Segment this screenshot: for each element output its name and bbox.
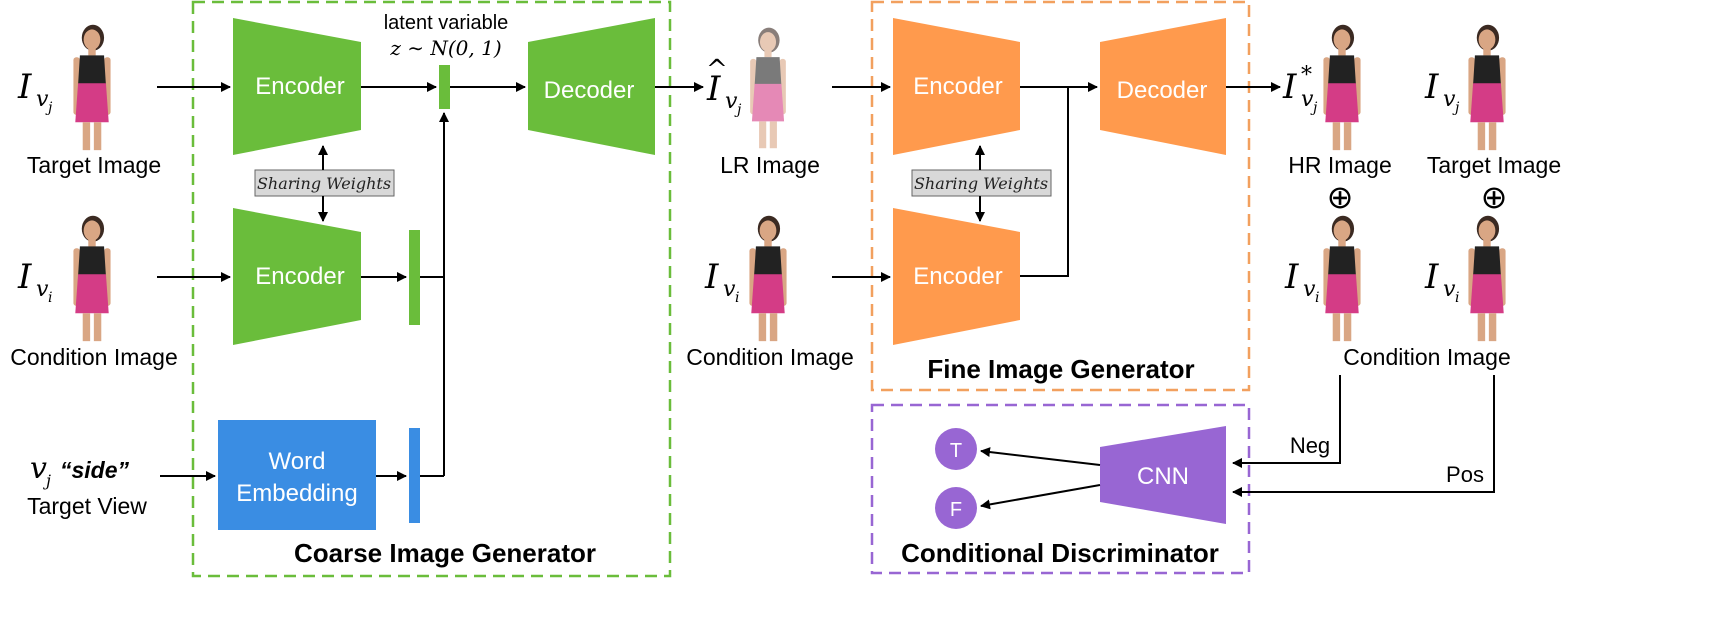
target-view-label: Target View	[27, 493, 147, 519]
word-embedding-box	[218, 420, 376, 530]
latent-variable-label: latent variable	[384, 12, 509, 34]
word-label-2: Embedding	[236, 480, 357, 507]
word-label-1: Word	[269, 448, 326, 475]
target-image-left	[73, 24, 111, 151]
condition-image-label: Condition Image	[10, 344, 178, 370]
svg-text:I: I	[704, 257, 719, 297]
target-image-right	[1468, 24, 1506, 151]
math-label-ivi-right-1: I v i	[1284, 257, 1319, 306]
condition-image-mid-label: Condition Image	[686, 344, 854, 370]
svg-text:j: j	[1452, 100, 1460, 116]
hr-image-label: HR Image	[1288, 152, 1392, 178]
f-circle	[935, 487, 977, 529]
svg-text:v: v	[1443, 87, 1456, 112]
svg-text:I: I	[706, 69, 721, 109]
fine-decoder	[1100, 18, 1226, 155]
disc-title: Conditional Discriminator	[901, 538, 1219, 568]
hr-image	[1323, 24, 1361, 151]
coarse-decoder	[528, 18, 655, 155]
svg-text:i: i	[1315, 290, 1319, 306]
math-label-ivj-right: I v j	[1424, 67, 1460, 116]
svg-text:I: I	[1424, 67, 1439, 107]
svg-text:i: i	[1455, 290, 1459, 306]
svg-text:^: ^	[706, 55, 728, 85]
coarse-sharing-box	[254, 169, 395, 197]
coarse-title: Coarse Image Generator	[294, 538, 596, 568]
t-circle	[935, 428, 977, 470]
svg-text:i: i	[48, 290, 52, 306]
target-image-right-label: Target Image	[1427, 152, 1561, 178]
svg-text:v: v	[30, 451, 47, 486]
coarse-encoder-top	[233, 18, 361, 155]
pos-label: Pos	[1446, 462, 1484, 487]
condition-image-left	[73, 215, 111, 342]
lr-image-label: LR Image	[720, 152, 820, 178]
condition-image-right-2	[1468, 215, 1506, 342]
svg-text:j: j	[43, 471, 51, 490]
math-label-ivj-hat: I ^ v j	[706, 55, 742, 118]
svg-text:v: v	[1303, 277, 1316, 302]
svg-text:v: v	[725, 89, 738, 114]
math-label-ivj-left: I v j	[17, 67, 53, 116]
oplus-target: ⊕	[1481, 179, 1508, 215]
fine-encoder-top	[893, 18, 1020, 155]
svg-text:v: v	[1301, 87, 1314, 112]
fine-generator-box	[870, 0, 1251, 392]
fine-sharing-label: Sharing Weights	[914, 174, 1048, 193]
fine-encoder-bottom-label: Encoder	[913, 263, 1002, 290]
math-label-ivi-mid: I v i	[704, 257, 739, 306]
svg-text:j: j	[45, 100, 53, 116]
connectors	[157, 82, 1495, 510]
svg-text:I: I	[17, 67, 32, 107]
coarse-encoder-top-label: Encoder	[255, 73, 344, 100]
neg-label: Neg	[1290, 433, 1330, 458]
f-label: F	[950, 499, 962, 521]
fine-title: Fine Image Generator	[927, 354, 1194, 384]
svg-text:i: i	[735, 290, 739, 306]
fine-sharing-box	[911, 169, 1052, 197]
condition-feature-bar	[409, 230, 420, 325]
svg-text:v: v	[36, 87, 49, 112]
latent-bar	[439, 65, 450, 109]
coarse-sharing-label: Sharing Weights	[257, 174, 391, 193]
math-label-vj-side: v j “side”	[30, 451, 130, 490]
fine-decoder-label: Decoder	[1117, 77, 1208, 104]
latent-formula: z ∼ N(0, 1)	[389, 36, 501, 60]
target-image-label: Target Image	[27, 152, 161, 178]
svg-text:j: j	[1310, 100, 1318, 116]
condition-image-right-1	[1323, 215, 1361, 342]
fine-encoder-bottom	[893, 208, 1020, 345]
math-label-ivi-right-2: I v i	[1424, 257, 1459, 306]
fine-encoder-top-label: Encoder	[913, 73, 1002, 100]
view-feature-bar	[409, 428, 420, 523]
side-word: “side”	[60, 457, 130, 483]
condition-image-mid	[749, 215, 787, 342]
svg-text:v: v	[36, 277, 49, 302]
svg-text:I: I	[1282, 67, 1297, 107]
math-label-ivj-star: I * v j	[1282, 63, 1318, 116]
svg-text:j: j	[734, 102, 742, 118]
cnn-block	[1100, 426, 1226, 524]
svg-text:v: v	[723, 277, 736, 302]
svg-text:I: I	[1424, 257, 1439, 297]
coarse-encoder-bottom	[233, 208, 361, 345]
svg-text:I: I	[1284, 257, 1299, 297]
coarse-generator-box	[191, 0, 672, 578]
svg-text:*: *	[1301, 63, 1312, 88]
math-label-ivi-left: I v i	[17, 257, 52, 306]
t-label: T	[950, 440, 962, 462]
coarse-decoder-label: Decoder	[544, 77, 635, 104]
svg-text:I: I	[17, 257, 32, 297]
coarse-encoder-bottom-label: Encoder	[255, 263, 344, 290]
condition-image-right-label: Condition Image	[1343, 344, 1511, 370]
discriminator-box	[870, 403, 1251, 575]
svg-text:v: v	[1443, 277, 1456, 302]
lr-image	[750, 27, 786, 149]
cnn-label: CNN	[1137, 463, 1189, 490]
oplus-hr: ⊕	[1327, 179, 1354, 215]
